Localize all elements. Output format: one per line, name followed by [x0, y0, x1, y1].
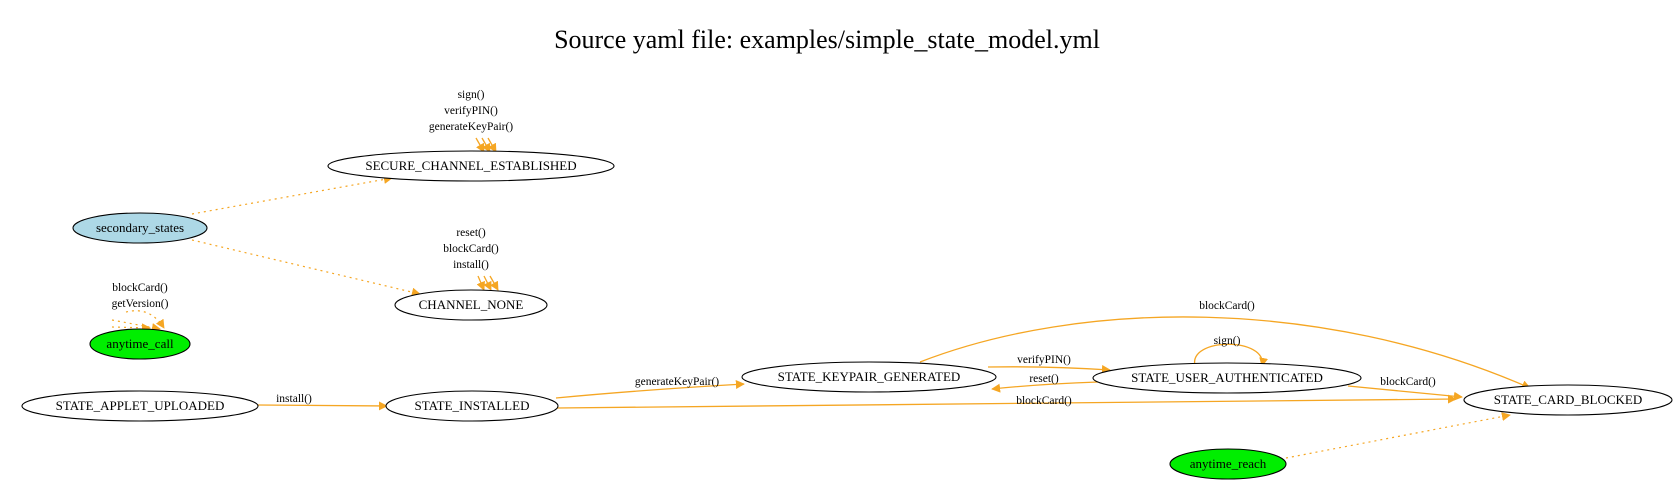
edge-auth-self — [1194, 343, 1269, 367]
node-secure-channel-established: SECURE_CHANNEL_ESTABLISHED — [327, 150, 615, 182]
node-state-card-blocked: STATE_CARD_BLOCKED — [1463, 384, 1673, 416]
edges — [111, 137, 1531, 459]
edge-secondary-cn — [191, 239, 421, 297]
edge-cn-self-2 — [483, 275, 492, 291]
node-label: STATE_USER_AUTHENTICATED — [1131, 370, 1323, 385]
edge-labels: sign() verifyPIN() generateKeyPair() res… — [112, 89, 1436, 407]
node-label: STATE_KEYPAIR_GENERATED — [778, 369, 961, 384]
label-sce-genkey: generateKeyPair() — [429, 121, 513, 133]
edge-auth-blocked — [1347, 385, 1463, 401]
label-cn-reset: reset() — [456, 227, 486, 239]
node-label: anytime_call — [106, 336, 174, 351]
node-label: CHANNEL_NONE — [419, 297, 524, 312]
edge-ac-block — [111, 323, 151, 333]
label-sce-sign: sign() — [458, 89, 485, 101]
label-upload-install: install() — [276, 393, 312, 405]
node-state-keypair-generated: STATE_KEYPAIR_GENERATED — [741, 361, 997, 393]
label-ac-block: blockCard() — [112, 282, 168, 294]
label-keypair-block: blockCard() — [1199, 300, 1255, 312]
label-ac-getversion: getVersion() — [112, 298, 169, 310]
node-secondary-states: secondary_states — [72, 212, 208, 244]
node-label: SECURE_CHANNEL_ESTABLISHED — [365, 158, 576, 173]
label-cn-install: install() — [453, 259, 489, 271]
edge-ac-loop — [125, 310, 165, 329]
node-label: STATE_INSTALLED — [415, 398, 530, 413]
diagram-title: Source yaml file: examples/simple_state_… — [554, 25, 1100, 54]
label-sce-verify: verifyPIN() — [444, 105, 498, 117]
label-keypair-verify: verifyPIN() — [1017, 354, 1071, 366]
node-label: secondary_states — [96, 220, 184, 235]
label-installed-genkey: generateKeyPair() — [635, 376, 719, 388]
edge-keypair-auth — [987, 364, 1111, 374]
node-label: anytime_reach — [1190, 456, 1267, 471]
node-state-user-authenticated: STATE_USER_AUTHENTICATED — [1092, 362, 1362, 394]
node-label: STATE_APPLET_UPLOADED — [56, 398, 225, 413]
edge-upload-install — [257, 401, 388, 411]
label-cn-block: blockCard() — [443, 243, 499, 255]
edge-keypair-blocked — [919, 316, 1531, 389]
edge-secondary-sce — [191, 175, 393, 215]
edge-ac-getversion — [111, 319, 161, 332]
node-label: STATE_CARD_BLOCKED — [1494, 392, 1642, 407]
edge-cn-self-3 — [489, 275, 499, 291]
label-installed-block: blockCard() — [1016, 395, 1072, 407]
edge-installed-keypair — [555, 379, 745, 399]
nodes: SECURE_CHANNEL_ESTABLISHED secondary_sta… — [21, 150, 1673, 480]
node-channel-none: CHANNEL_NONE — [394, 289, 548, 321]
label-auth-block: blockCard() — [1380, 376, 1436, 388]
node-state-applet-uploaded: STATE_APPLET_UPLOADED — [21, 390, 259, 422]
edge-reach-blocked — [1285, 412, 1511, 459]
edge-auth-keypair — [991, 381, 1099, 393]
label-auth-reset: reset() — [1029, 373, 1059, 385]
edge-installed-blocked — [556, 394, 1457, 409]
node-state-installed: STATE_INSTALLED — [385, 390, 559, 422]
edge-sce-self-3 — [487, 137, 497, 153]
node-anytime-call: anytime_call — [89, 328, 191, 360]
edge-cn-self-1 — [476, 275, 485, 291]
node-anytime-reach: anytime_reach — [1169, 448, 1287, 480]
label-auth-sign: sign() — [1214, 335, 1241, 347]
